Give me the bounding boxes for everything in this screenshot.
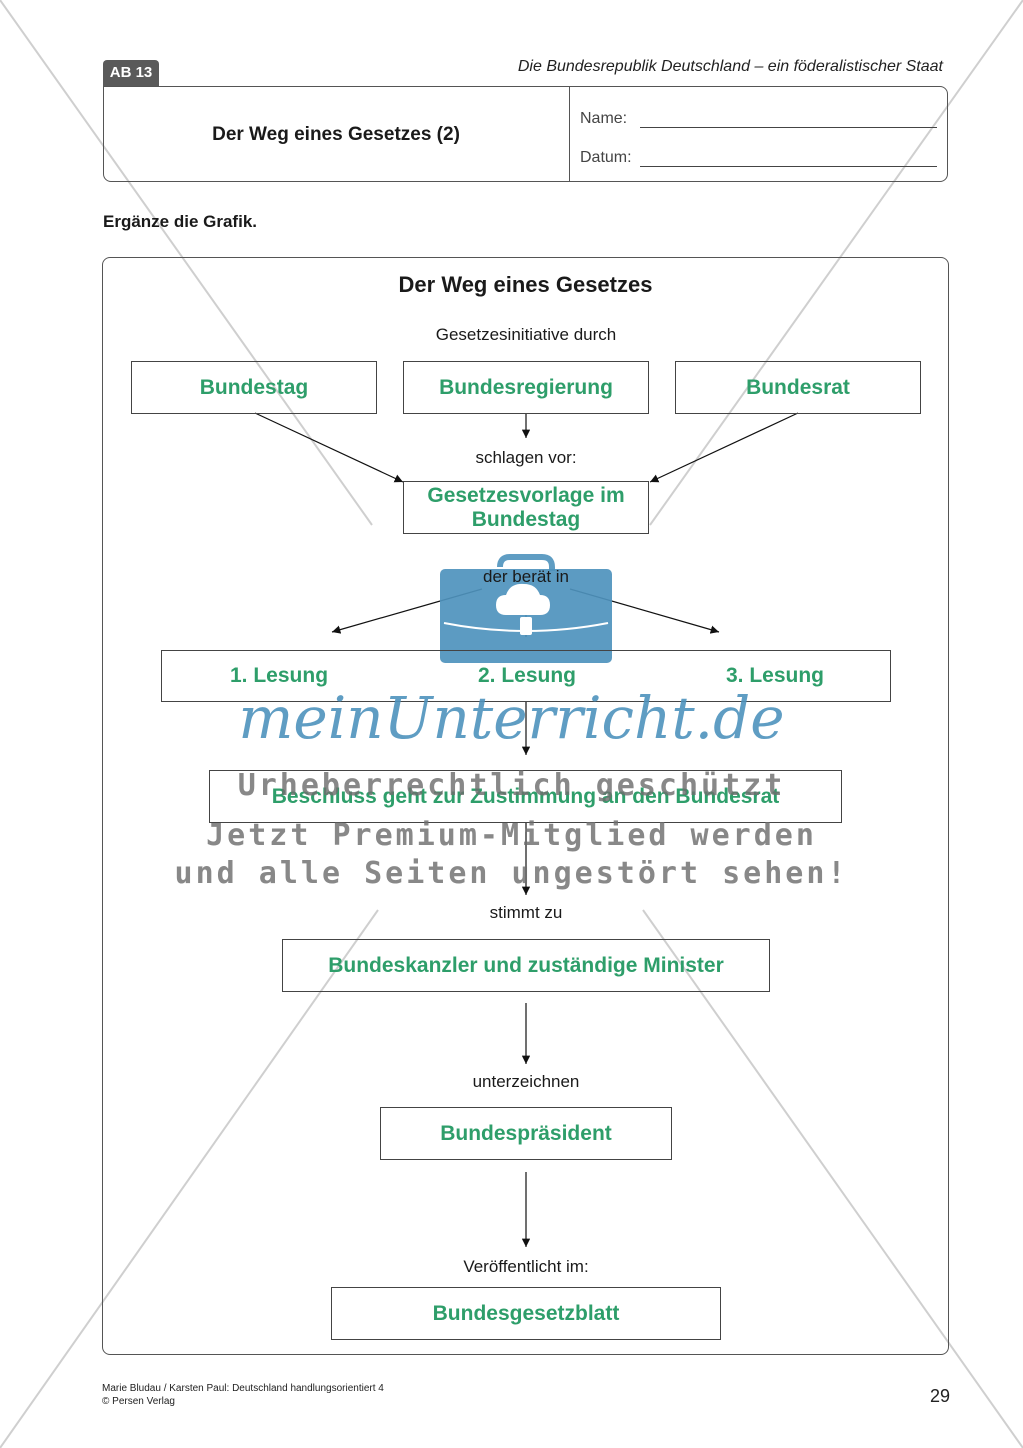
publish-label: Veröffentlicht im:	[463, 1257, 589, 1276]
footer-credit: Marie Bludau / Karsten Paul: Deutschland…	[102, 1382, 384, 1408]
reading-1: 1. Lesung	[230, 664, 329, 687]
briefcase-cloud-icon	[440, 554, 612, 663]
draft-text: Gesetzesvorlage im Bundestag	[427, 483, 625, 531]
initiator-bundesregierung-box[interactable]: Bundesregierung	[403, 361, 649, 414]
arrow-bundestag-to-draft	[254, 412, 404, 483]
watermark-line-2: Jetzt Premium-Mitglied werden	[206, 818, 817, 853]
header-box	[103, 86, 948, 182]
gazette-box[interactable]: Bundesgesetzblatt	[331, 1287, 721, 1340]
watermark-line-1: Urheberrechtlich geschützt	[237, 768, 786, 803]
date-field[interactable]	[640, 166, 937, 167]
initiator-bundestag: Bundestag	[199, 375, 309, 399]
initiator-bundesrat: Bundesrat	[746, 375, 850, 399]
watermark-logo: meinUnterricht.de	[238, 684, 785, 752]
date-label: Datum:	[580, 149, 632, 166]
name-label: Name:	[580, 110, 628, 127]
arrow-bundesrat-to-draft	[649, 412, 799, 483]
president-text: Bundespräsident	[440, 1121, 612, 1145]
diagram-title: Der Weg eines Gesetzes	[398, 272, 653, 297]
reading-3: 3. Lesung	[725, 664, 824, 687]
readings-box[interactable]: 1. Lesung 2. Lesung 3. Lesung	[161, 650, 891, 702]
signers-text: Bundeskanzler und zuständige Minister	[328, 953, 724, 977]
signers-box[interactable]: Bundeskanzler und zuständige Minister	[282, 939, 770, 992]
sign-label: unterzeichnen	[472, 1072, 580, 1091]
task-instruction: Ergänze die Grafik.	[103, 212, 257, 231]
gazette-text: Bundesgesetzblatt	[432, 1301, 620, 1325]
deliberation-label: der berät in	[483, 567, 569, 586]
worksheet-tag: AB 13	[103, 60, 159, 86]
footer-credit-line-2: © Persen Verlag	[102, 1396, 175, 1407]
resolution-box[interactable]: Beschluss geht zur Zustimmung an den Bun…	[209, 770, 842, 823]
president-box[interactable]: Bundespräsident	[380, 1107, 672, 1160]
series-title: Die Bundesrepublik Deutschland – ein föd…	[517, 58, 943, 75]
watermark-line-3: und alle Seiten ungestört sehen!	[174, 856, 849, 891]
initiator-bundesrat-box[interactable]: Bundesrat	[675, 361, 921, 414]
header-divider	[569, 86, 570, 182]
propose-label: schlagen vor:	[475, 448, 577, 467]
resolution-text: Beschluss geht zur Zustimmung an den Bun…	[271, 784, 780, 808]
initiative-label: Gesetzesinitiative durch	[435, 325, 617, 344]
approve-label: stimmt zu	[489, 903, 563, 922]
initiator-bundestag-box[interactable]: Bundestag	[131, 361, 377, 414]
reading-2: 2. Lesung	[477, 664, 577, 687]
sheet-title: Der Weg eines Gesetzes (2)	[212, 124, 460, 145]
draft-box[interactable]: Gesetzesvorlage im Bundestag	[403, 481, 649, 534]
name-field[interactable]	[640, 127, 937, 128]
page-number: 29	[929, 1386, 950, 1406]
initiator-bundesregierung: Bundesregierung	[439, 375, 613, 399]
diagram-frame	[102, 257, 949, 1355]
footer-credit-line-1: Marie Bludau / Karsten Paul: Deutschland…	[102, 1383, 384, 1394]
